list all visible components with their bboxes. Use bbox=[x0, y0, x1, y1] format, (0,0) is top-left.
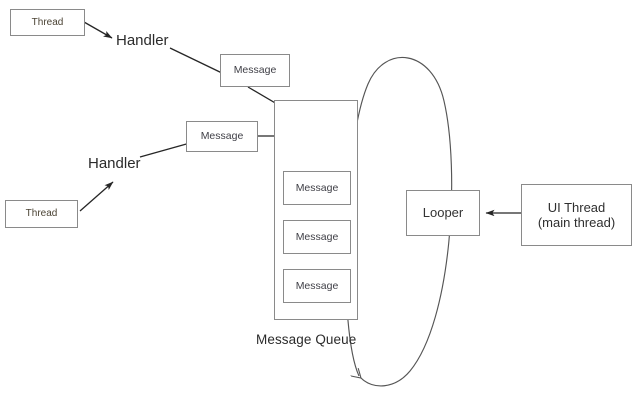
edge-thread-bottom-to-handler-bottom bbox=[79, 181, 114, 212]
ui-thread-line-2: (main thread) bbox=[537, 215, 616, 230]
handler-label-bottom: Handler bbox=[88, 155, 141, 172]
message-box-mid[interactable]: Message bbox=[186, 121, 258, 152]
looper-box-label: Looper bbox=[422, 205, 464, 221]
queue-message-2-label: Message bbox=[295, 230, 339, 243]
message-box-top[interactable]: Message bbox=[220, 54, 290, 87]
thread-box-top-label: Thread bbox=[31, 16, 64, 28]
queue-message-1[interactable]: Message bbox=[283, 171, 351, 205]
ui-thread-box[interactable]: UI Thread (main thread) bbox=[521, 184, 632, 246]
edge-handler-top-to-message-top bbox=[169, 47, 225, 75]
edge-thread-top-to-handler-top bbox=[83, 21, 113, 39]
message-queue-box[interactable]: Message Message Message bbox=[274, 100, 358, 320]
message-box-mid-label: Message bbox=[200, 130, 244, 143]
thread-box-top[interactable]: Thread bbox=[10, 9, 85, 36]
queue-message-1-label: Message bbox=[295, 181, 339, 194]
thread-box-bottom-label: Thread bbox=[25, 208, 58, 220]
looper-box[interactable]: Looper bbox=[406, 190, 480, 236]
edge-handler-bottom-to-message-mid bbox=[139, 142, 191, 158]
queue-message-3[interactable]: Message bbox=[283, 269, 351, 303]
message-queue-caption: Message Queue bbox=[256, 332, 357, 347]
queue-message-3-label: Message bbox=[295, 279, 339, 292]
queue-message-2[interactable]: Message bbox=[283, 220, 351, 254]
message-box-top-label: Message bbox=[233, 64, 277, 77]
thread-box-bottom[interactable]: Thread bbox=[5, 200, 78, 228]
handler-label-top: Handler bbox=[116, 32, 169, 49]
ui-thread-line-1: UI Thread bbox=[547, 199, 606, 215]
